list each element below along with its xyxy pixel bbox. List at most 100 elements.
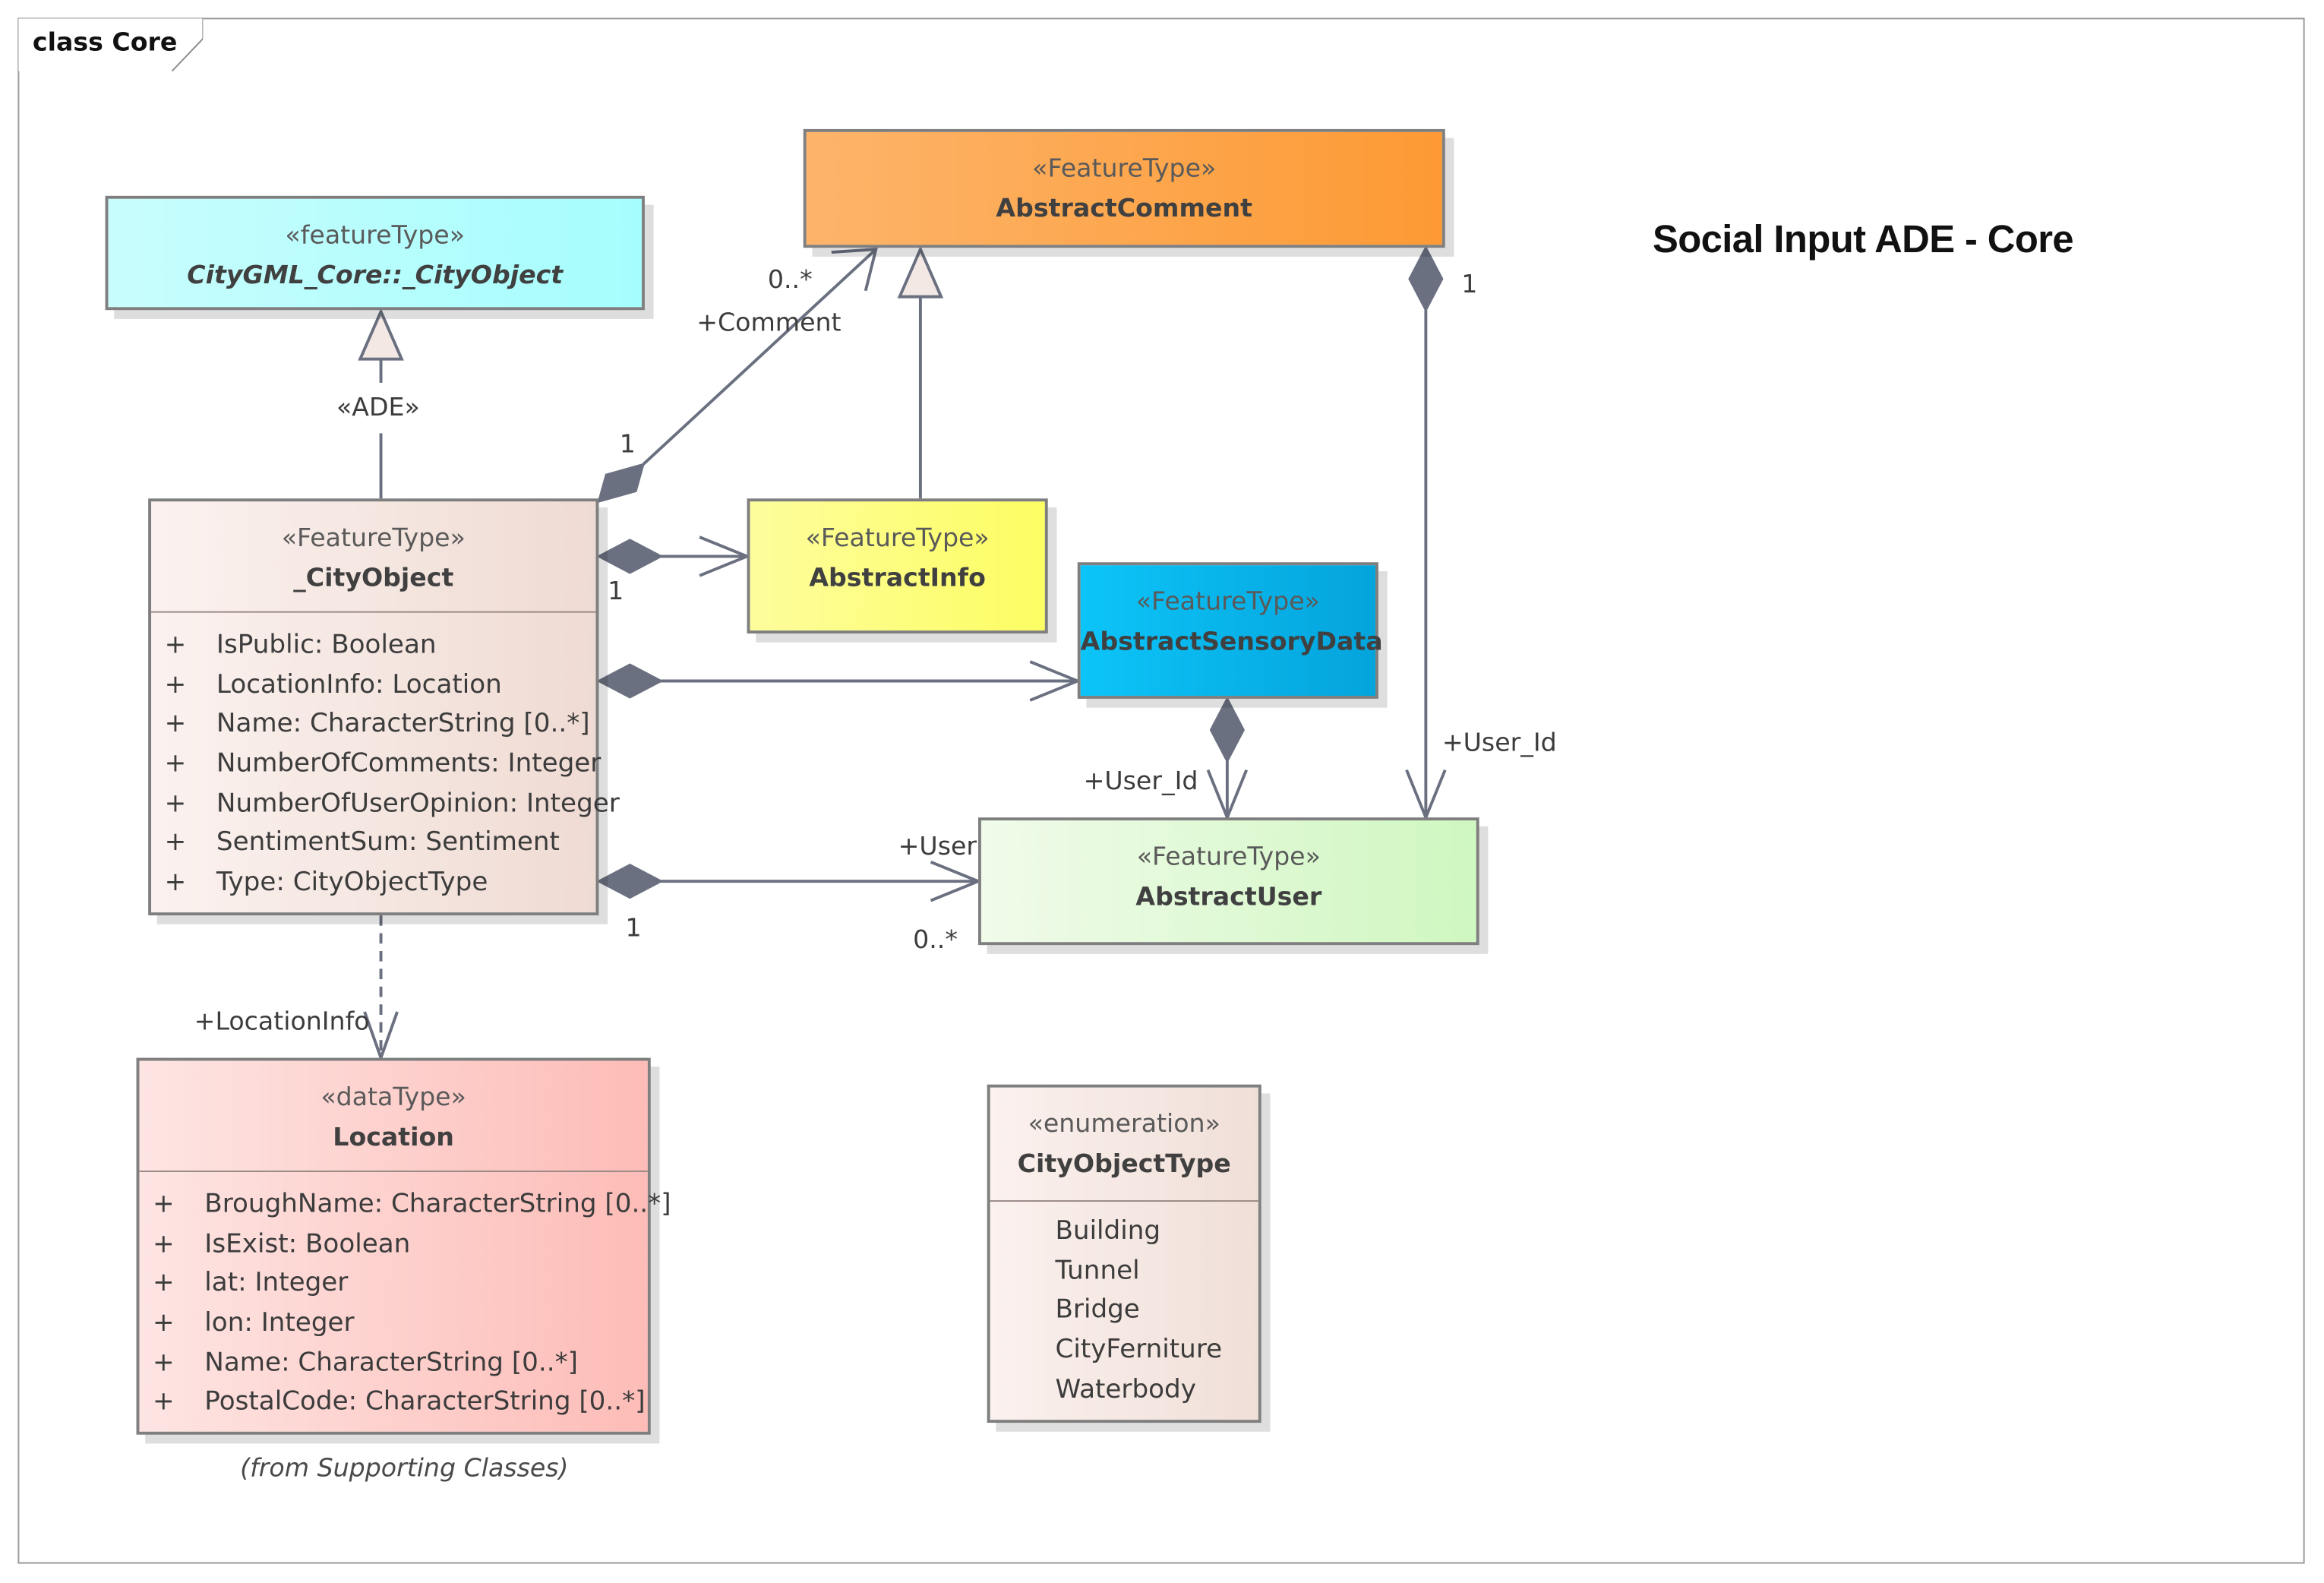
stereotype-label: «FeatureType» bbox=[281, 523, 466, 554]
literal-text: CityFerniture bbox=[1055, 1335, 1223, 1366]
composition-cityobject-comment[interactable] bbox=[597, 248, 878, 504]
attribute-text: lon: Integer bbox=[204, 1308, 355, 1338]
visibility-marker: + bbox=[153, 1269, 175, 1299]
class-name: AbstractSensoryData bbox=[1080, 627, 1383, 658]
stereotype-label: «featureType» bbox=[285, 221, 466, 251]
sensory-user-role-label: +User_Id bbox=[1083, 766, 1198, 797]
attribute-text: Name: CharacterString [0..*] bbox=[216, 709, 590, 740]
visibility-marker: + bbox=[153, 1190, 175, 1220]
attribute-text: LocationInfo: Location bbox=[216, 670, 502, 700]
enum-literal[interactable]: Bridge bbox=[990, 1291, 1258, 1331]
visibility-marker: + bbox=[164, 828, 187, 858]
attribute-list: + IsPublic: Boolean + LocationInfo: Locatio… bbox=[151, 626, 620, 903]
attribute-row[interactable]: + PostalCode: CharacterString [0..*] bbox=[139, 1383, 647, 1423]
comment-role-label: +Comment bbox=[696, 308, 842, 339]
package-note: (from Supporting Classes) bbox=[240, 1454, 569, 1484]
stereotype-label: «FeatureType» bbox=[1032, 154, 1217, 185]
user-multiplicity-source: 1 bbox=[625, 914, 642, 944]
compartment-divider bbox=[151, 611, 596, 613]
class-abstract-info[interactable]: «FeatureType» AbstractInfo bbox=[747, 498, 1048, 634]
visibility-marker: + bbox=[164, 788, 187, 819]
attribute-row[interactable]: + Name: CharacterString [0..*] bbox=[139, 1344, 647, 1383]
dependency-cityobject-location[interactable] bbox=[363, 915, 399, 1063]
attribute-text: IsPublic: Boolean bbox=[216, 630, 437, 661]
visibility-marker: + bbox=[153, 1388, 175, 1418]
class-name: Location bbox=[333, 1123, 454, 1153]
stereotype-label: «dataType» bbox=[320, 1082, 466, 1113]
visibility-marker: + bbox=[164, 867, 187, 898]
generalization-info-to-comment[interactable] bbox=[897, 245, 944, 499]
literal-text: Bridge bbox=[1055, 1295, 1140, 1325]
class-citygml-core-cityobject[interactable]: «featureType» CityGML_Core::_CityObject bbox=[105, 195, 645, 311]
info-multiplicity-source: 1 bbox=[608, 577, 624, 607]
stereotype-label: «enumeration» bbox=[1028, 1109, 1220, 1140]
visibility-marker: + bbox=[164, 749, 187, 779]
attribute-row[interactable]: + IsPublic: Boolean bbox=[151, 626, 595, 665]
class-cityobject[interactable]: «FeatureType» _CityObject + IsPublic: Boo… bbox=[148, 498, 620, 916]
compartment-divider bbox=[139, 1171, 648, 1172]
visibility-marker: + bbox=[164, 630, 187, 661]
user-role-label: +User bbox=[898, 832, 977, 862]
attribute-row[interactable]: + LocationInfo: Location bbox=[151, 665, 595, 705]
comment-user-role-label: +User_Id bbox=[1441, 728, 1557, 759]
attribute-text: Type: CityObjectType bbox=[216, 867, 488, 898]
attribute-text: SentimentSum: Sentiment bbox=[216, 828, 560, 858]
composition-cityobject-sensory[interactable] bbox=[596, 660, 1081, 702]
attribute-text: PostalCode: CharacterString [0..*] bbox=[204, 1388, 646, 1418]
class-location[interactable]: «dataType» Location +BroughName: Charact… bbox=[136, 1057, 671, 1435]
enum-literal[interactable]: Tunnel bbox=[990, 1252, 1258, 1291]
class-name: CityObjectType bbox=[1017, 1149, 1231, 1180]
enum-literal[interactable]: Building bbox=[990, 1212, 1258, 1252]
class-abstract-sensory-data[interactable]: «FeatureType» AbstractSensoryData bbox=[1077, 562, 1383, 699]
class-name: AbstractInfo bbox=[809, 564, 986, 594]
attribute-row[interactable]: + Name: CharacterString [0..*] bbox=[151, 705, 595, 744]
composition-sensory-user[interactable] bbox=[1206, 696, 1249, 822]
class-name: AbstractComment bbox=[996, 194, 1253, 224]
attribute-text: IsExist: Boolean bbox=[204, 1229, 411, 1259]
location-role-label: +LocationInfo bbox=[194, 1007, 370, 1038]
composition-cityobject-user[interactable] bbox=[596, 860, 983, 902]
visibility-marker: + bbox=[153, 1348, 175, 1378]
attribute-list: +BroughName: CharacterString [0..*]+IsEx… bbox=[139, 1186, 671, 1423]
user-multiplicity-target: 0..* bbox=[913, 925, 958, 956]
ade-stereotype-label: «ADE» bbox=[336, 393, 420, 423]
composition-cityobject-info[interactable] bbox=[596, 536, 751, 577]
comment-user-multiplicity: 1 bbox=[1461, 270, 1478, 300]
stereotype-label: «FeatureType» bbox=[805, 523, 990, 554]
stereotype-label: «FeatureType» bbox=[1136, 842, 1321, 873]
attribute-text: lat: Integer bbox=[204, 1269, 349, 1299]
visibility-marker: + bbox=[164, 670, 187, 700]
comment-multiplicity-source: 1 bbox=[619, 430, 636, 460]
generalization-cityobject-to-core[interactable] bbox=[358, 308, 404, 499]
enum-literal[interactable]: Waterbody bbox=[990, 1370, 1258, 1410]
visibility-marker: + bbox=[153, 1308, 175, 1338]
attribute-row[interactable]: +BroughName: CharacterString [0..*] bbox=[139, 1186, 671, 1225]
class-name: _CityObject bbox=[293, 564, 454, 594]
class-abstract-comment[interactable]: «FeatureType» AbstractComment bbox=[803, 128, 1445, 248]
attribute-row[interactable]: + lat: Integer bbox=[139, 1265, 647, 1304]
comment-multiplicity-target: 0..* bbox=[767, 265, 813, 295]
frame-label: class Core bbox=[32, 28, 178, 58]
enum-literal[interactable]: CityFerniture bbox=[990, 1331, 1258, 1370]
class-name: AbstractUser bbox=[1135, 883, 1322, 913]
visibility-marker: + bbox=[164, 709, 187, 740]
attribute-text: Name: CharacterString [0..*] bbox=[204, 1348, 579, 1378]
attribute-row[interactable]: + Type: CityObjectType bbox=[151, 864, 595, 903]
class-abstract-user[interactable]: «FeatureType» AbstractUser bbox=[978, 817, 1479, 946]
attribute-row[interactable]: +NumberOfComments: Integer bbox=[151, 745, 602, 785]
attribute-row[interactable]: + NumberOfUserOpinion: Integer bbox=[151, 785, 620, 824]
attribute-text: NumberOfUserOpinion: Integer bbox=[216, 788, 620, 819]
class-name: CityGML_Core::_CityObject bbox=[187, 261, 564, 291]
attribute-row[interactable]: + lon: Integer bbox=[139, 1304, 647, 1344]
diagram-frame bbox=[17, 17, 2305, 1564]
attribute-row[interactable]: +IsExist: Boolean bbox=[139, 1225, 647, 1265]
diagram-title: Social Input ADE - Core bbox=[1652, 216, 2074, 261]
literal-text: Tunnel bbox=[1055, 1256, 1140, 1286]
literal-text: Waterbody bbox=[1055, 1375, 1196, 1405]
compartment-divider bbox=[990, 1200, 1258, 1202]
attribute-row[interactable]: + SentimentSum: Sentiment bbox=[151, 824, 595, 864]
composition-comment-user[interactable] bbox=[1405, 245, 1447, 822]
